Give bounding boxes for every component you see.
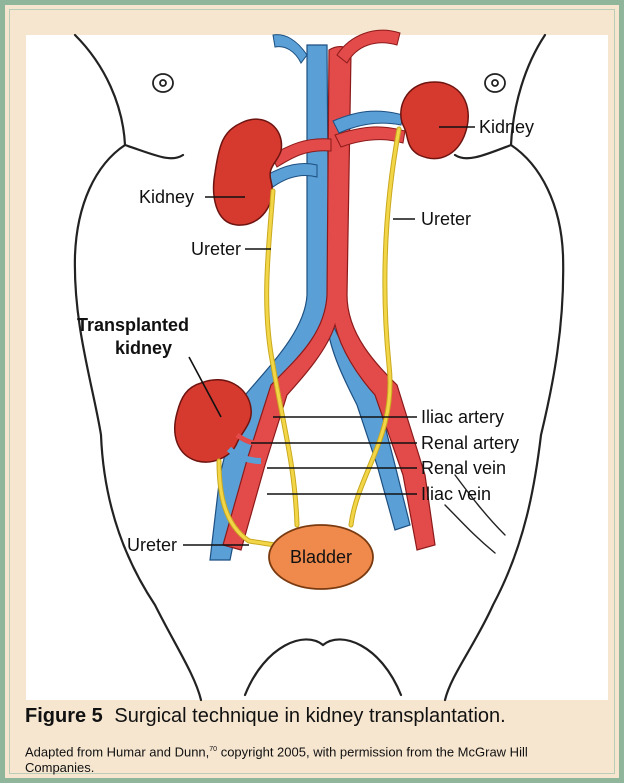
figure-caption: Figure 5 Surgical technique in kidney tr… bbox=[25, 705, 506, 728]
label-renal-artery: Renal artery bbox=[421, 433, 519, 453]
label-iliac-vein: Iliac vein bbox=[421, 484, 491, 504]
label-iliac-artery: Iliac artery bbox=[421, 407, 504, 427]
kidney-right-native bbox=[401, 82, 468, 158]
attribution-note: Adapted from Humar and Dunn,70 copyright… bbox=[25, 742, 585, 776]
label-ureter-transplant: Ureter bbox=[127, 535, 177, 555]
anatomy-illustration: Kidney Kidney Ureter Ureter Transplanted… bbox=[5, 5, 624, 705]
label-bladder: Bladder bbox=[290, 547, 352, 567]
label-ureter-left: Ureter bbox=[191, 239, 241, 259]
label-ureter-right: Ureter bbox=[421, 209, 471, 229]
figure-number: Figure 5 bbox=[25, 705, 103, 727]
label-kidney-right: Kidney bbox=[479, 117, 534, 137]
reference-number: 70 bbox=[209, 746, 217, 753]
attribution-text-start: Adapted from Humar and Dunn, bbox=[25, 744, 209, 759]
vein-branch bbox=[273, 35, 307, 63]
label-renal-vein: Renal vein bbox=[421, 458, 506, 478]
label-kidney-left: Kidney bbox=[139, 187, 194, 207]
figure-title: Surgical technique in kidney transplanta… bbox=[114, 705, 505, 727]
label-transplanted-kidney-line1: Transplanted bbox=[77, 315, 189, 335]
label-transplanted-kidney-line2: kidney bbox=[115, 338, 172, 358]
aortic-branch bbox=[337, 30, 400, 63]
